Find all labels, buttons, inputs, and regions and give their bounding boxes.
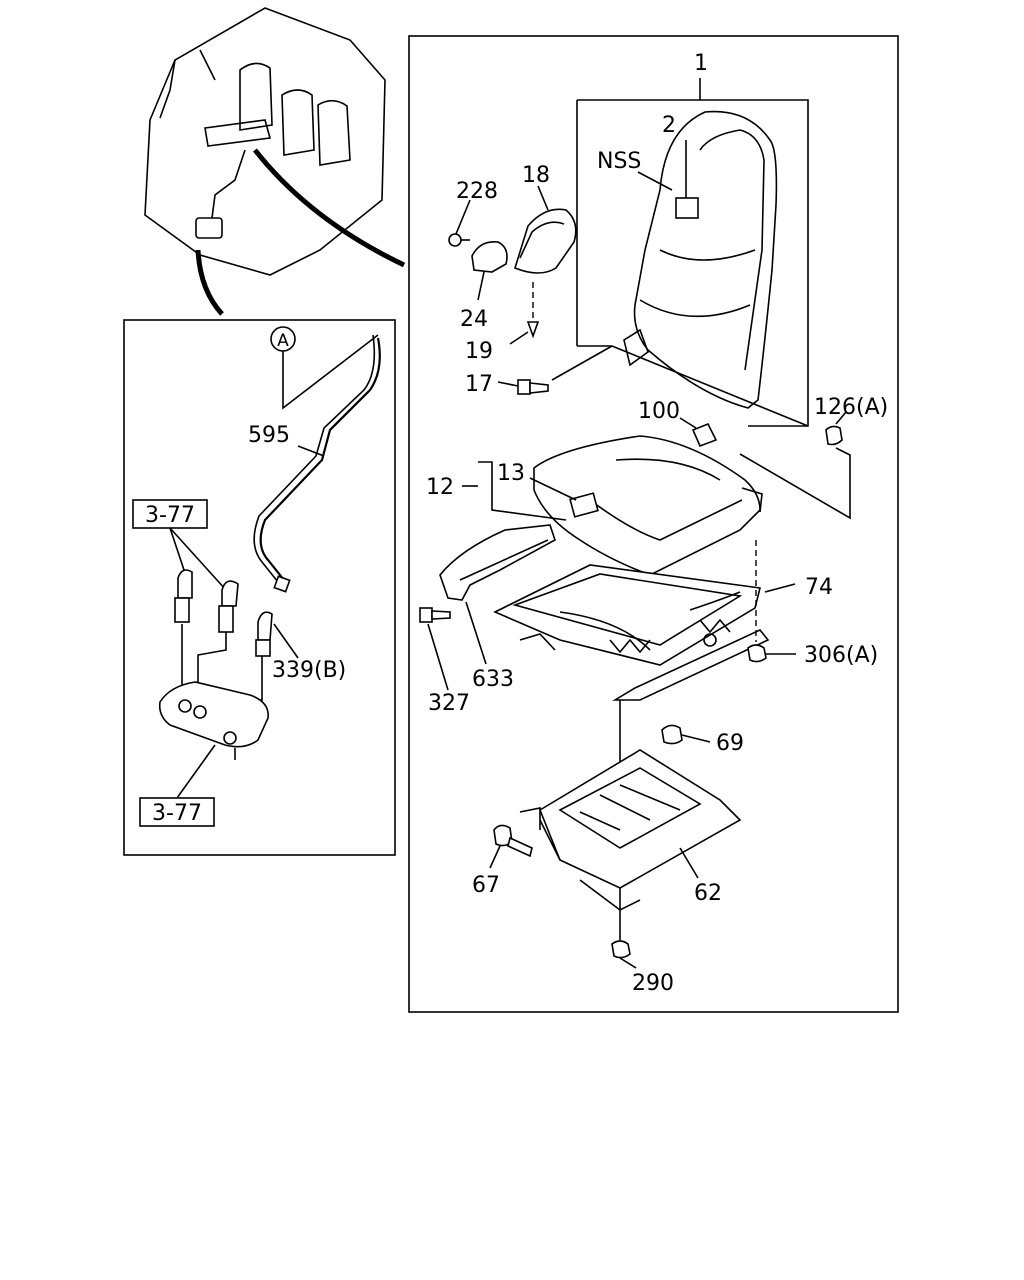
- clip-19: [526, 321, 540, 339]
- callout-12: 12: [426, 475, 454, 500]
- seat-base-suspension: [519, 749, 742, 911]
- callout-306a: 306(A): [804, 643, 878, 668]
- seat-slide-rails: [493, 564, 770, 701]
- callout-18: 18: [522, 163, 550, 188]
- knob-24: [471, 240, 508, 273]
- callout-290: 290: [632, 971, 674, 996]
- callout-13: 13: [497, 461, 525, 486]
- nut-290: [611, 940, 631, 959]
- callout-19: 19: [465, 339, 493, 364]
- clip-100: [691, 422, 718, 448]
- seat-side-frame: [439, 524, 556, 601]
- seat-back: [623, 110, 778, 409]
- callout-100: 100: [638, 399, 680, 424]
- harness-detail-panel: A 595 3-77 339(B): [123, 319, 396, 856]
- callout-595: 595: [248, 423, 290, 448]
- callout-339b: 339(B): [272, 658, 346, 683]
- nut-126a: [825, 425, 843, 446]
- ref-3-77-top: 3-77: [145, 503, 195, 528]
- bolt-67: [493, 824, 533, 858]
- bolt-327: [419, 607, 451, 623]
- callout-74: 74: [805, 575, 833, 600]
- reference-a-label: A: [277, 331, 289, 351]
- callout-24: 24: [460, 307, 488, 332]
- callout-62: 62: [694, 881, 722, 906]
- callout-633: 633: [472, 667, 514, 692]
- cab-overview-illustration: [144, 7, 406, 316]
- connector-middle: [218, 580, 239, 633]
- callout-327: 327: [428, 691, 470, 716]
- lever-cover: [514, 208, 577, 274]
- callout-1: 1: [694, 51, 708, 76]
- seat-assembly-panel: 1 2 NSS 18 228 24: [408, 35, 899, 1013]
- callout-126a: 126(A): [814, 395, 888, 420]
- cushion-strap: [569, 492, 599, 518]
- bolt-17: [517, 379, 549, 395]
- ref-3-77-bottom: 3-77: [152, 801, 202, 826]
- connector-339b: [255, 611, 273, 657]
- nut-69: [661, 724, 683, 745]
- headrest-strap: [675, 197, 699, 219]
- callout-67: 67: [472, 873, 500, 898]
- callout-228: 228: [456, 179, 498, 204]
- screw-228: [448, 233, 462, 247]
- seat-cushion: [533, 435, 763, 576]
- callout-69: 69: [716, 731, 744, 756]
- callout-nss: NSS: [597, 149, 641, 174]
- callout-17: 17: [465, 372, 493, 397]
- callout-2: 2: [662, 113, 676, 138]
- nut-306a: [747, 644, 767, 663]
- connector-left: [174, 569, 193, 623]
